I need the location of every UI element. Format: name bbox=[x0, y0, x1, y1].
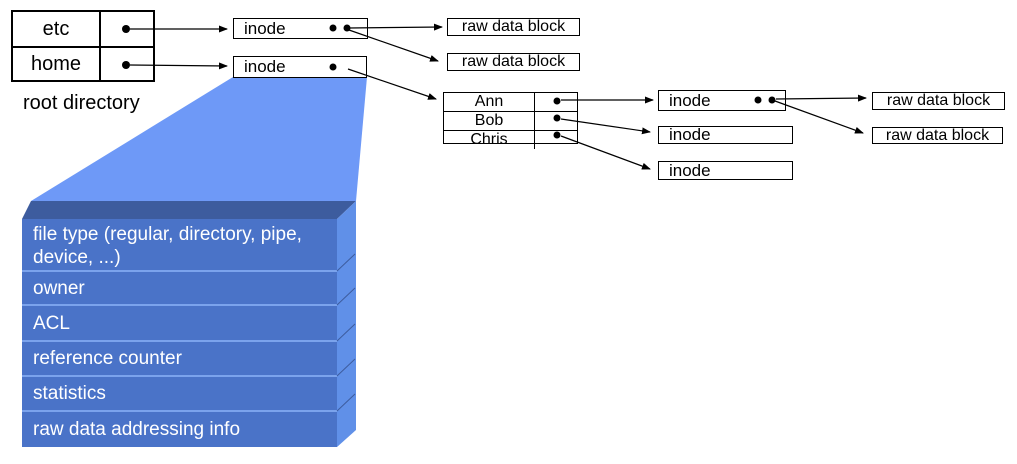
root-directory-table: etc home bbox=[11, 10, 155, 82]
pointer-arrows bbox=[129, 23, 867, 170]
detail-box-row-dividers bbox=[22, 270, 337, 412]
raw-data-block-etc-2: raw data block bbox=[447, 53, 580, 71]
inode-detail-row-acl: ACL bbox=[22, 305, 337, 341]
home-entry-chris-label: Chris bbox=[470, 131, 508, 148]
detail-box-side-divider-slashes bbox=[336, 253, 356, 412]
inode-detail-row-owner: owner bbox=[22, 271, 337, 305]
root-entry-etc-label: etc bbox=[42, 17, 70, 40]
home-directory-table: Ann Bob Chris bbox=[443, 92, 578, 149]
root-entry-home-pointer-cell bbox=[101, 48, 153, 80]
inode-box-home-label: inode bbox=[244, 57, 286, 76]
home-entry-chris-pointer-cell bbox=[535, 131, 577, 149]
inode-box-etc-label: inode bbox=[244, 18, 286, 38]
raw-data-block-ann-1: raw data block bbox=[872, 92, 1005, 110]
root-entry-etc-pointer-cell bbox=[101, 12, 153, 48]
inode-detail-row-reference-counter-label: reference counter bbox=[33, 348, 182, 369]
home-entry-chris: Chris bbox=[444, 131, 535, 149]
detail-box-face bbox=[22, 219, 337, 447]
inode-detail-row-raw-data-addressing: raw data addressing info bbox=[22, 411, 337, 447]
inode-detail-row-statistics-label: statistics bbox=[33, 383, 106, 404]
raw-data-block-ann-2: raw data block bbox=[872, 127, 1003, 144]
inode-detail-row-acl-label: ACL bbox=[33, 312, 70, 334]
inode-detail-row-file-type-label: file type (regular, directory, pipe, dev… bbox=[33, 224, 302, 268]
raw-data-block-etc-1-label: raw data block bbox=[461, 18, 566, 35]
root-entry-etc: etc bbox=[13, 12, 101, 48]
zoom-funnel-shape bbox=[31, 77, 367, 201]
home-entry-ann-pointer-cell bbox=[535, 93, 577, 112]
pointer-dots bbox=[122, 24, 776, 139]
inode-box-chris: inode bbox=[658, 161, 793, 180]
root-directory-caption: root directory bbox=[23, 92, 140, 114]
raw-data-block-etc-2-label: raw data block bbox=[461, 53, 566, 70]
inode-detail-row-statistics: statistics bbox=[22, 376, 337, 411]
detail-box-side-strip bbox=[337, 201, 356, 447]
raw-data-block-ann-1-label: raw data block bbox=[886, 92, 991, 109]
inode-box-etc: inode bbox=[233, 18, 368, 39]
home-entry-ann-label: Ann bbox=[474, 93, 504, 110]
inode-box-ann: inode bbox=[658, 90, 786, 111]
inode-detail-row-reference-counter: reference counter bbox=[22, 341, 337, 376]
inode-box-home: inode bbox=[233, 56, 367, 78]
inode-detail-row-owner-label: owner bbox=[33, 277, 85, 299]
home-entry-bob-label: Bob bbox=[474, 112, 504, 129]
inode-box-chris-label: inode bbox=[669, 160, 711, 180]
home-entry-bob: Bob bbox=[444, 112, 535, 131]
raw-data-block-ann-2-label: raw data block bbox=[885, 126, 990, 144]
inode-detail-row-file-type: file type (regular, directory, pipe, dev… bbox=[22, 219, 337, 271]
root-entry-home-label: home bbox=[30, 52, 82, 75]
detail-box-top-bevel bbox=[22, 201, 356, 219]
inode-detail-row-raw-data-addressing-label: raw data addressing info bbox=[33, 418, 241, 440]
inode-box-bob-label: inode bbox=[669, 125, 711, 144]
home-entry-bob-pointer-cell bbox=[535, 112, 577, 131]
home-entry-ann: Ann bbox=[444, 93, 535, 112]
raw-data-block-etc-1: raw data block bbox=[447, 18, 580, 36]
inode-box-bob: inode bbox=[658, 125, 793, 144]
inode-box-ann-label: inode bbox=[669, 90, 711, 110]
root-entry-home: home bbox=[13, 48, 101, 80]
